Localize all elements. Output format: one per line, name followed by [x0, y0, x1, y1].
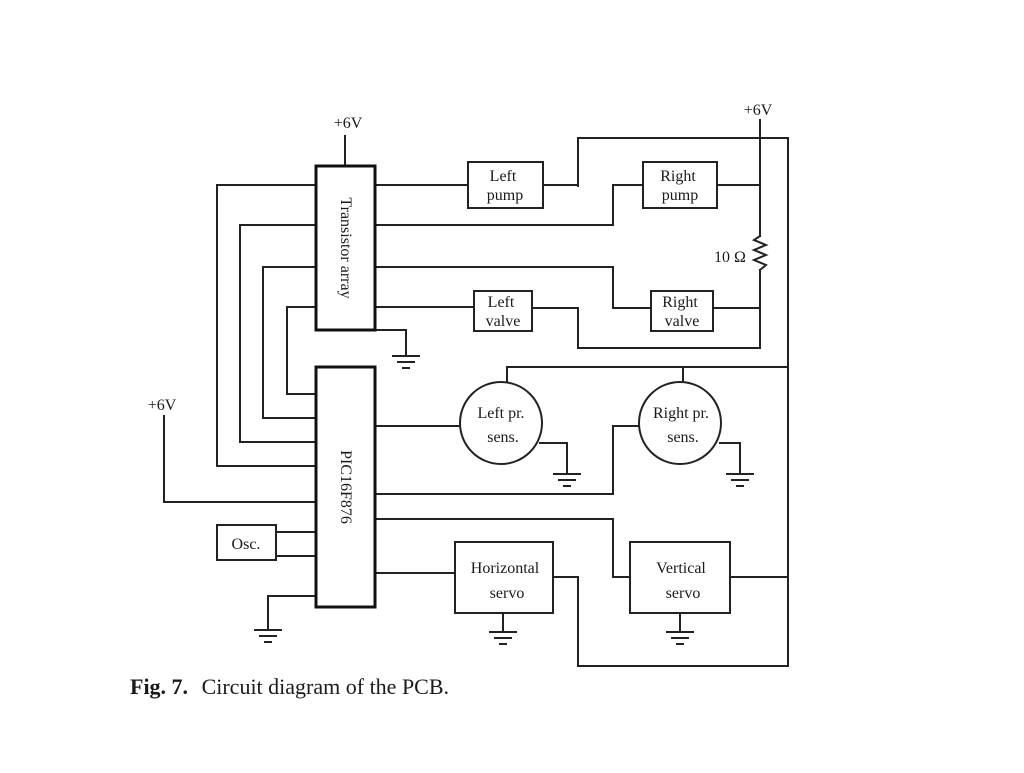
horizontal-servo-label: Horizontal servo	[471, 560, 543, 602]
right-valve-label: Right valve	[662, 294, 702, 330]
horizontal-servo-box	[454, 541, 554, 614]
right-valve-box	[650, 290, 714, 332]
ground-symbol	[726, 473, 754, 487]
figure-caption-text: Circuit diagram of the PCB.	[202, 674, 449, 699]
ground-symbol	[392, 355, 420, 369]
left-pressure-sensor-label: Left pr. sens.	[477, 405, 528, 446]
left-pressure-sensor	[459, 381, 543, 465]
wiring	[163, 119, 789, 667]
left-pump-box	[467, 161, 544, 209]
transistor-array-chip	[314, 164, 377, 332]
ground-symbol	[489, 631, 517, 645]
supply-label-right: +6V	[744, 102, 773, 119]
transistor-array-label: Transistor array	[337, 197, 354, 298]
ground-symbol	[553, 473, 581, 487]
right-pump-box	[642, 161, 718, 209]
vertical-servo-box	[629, 541, 731, 614]
figure-caption: Fig. 7. Circuit diagram of the PCB.	[130, 674, 449, 699]
supply-label-transistor: +6V	[334, 115, 363, 132]
right-pressure-sensor	[638, 381, 722, 465]
resistor-label: 10 Ω	[714, 249, 746, 266]
microcontroller-chip	[314, 365, 377, 609]
oscillator-label: Osc.	[232, 536, 261, 553]
supply-label-left: +6V	[148, 397, 177, 414]
left-pump-label: Left pump	[487, 168, 523, 204]
right-pump-label: Right pump	[660, 168, 700, 204]
ground-symbol	[666, 631, 694, 645]
oscillator-box	[216, 524, 277, 561]
left-valve-label: Left valve	[486, 294, 521, 330]
vertical-servo-label: Vertical servo	[656, 560, 710, 602]
ground-symbol	[254, 629, 282, 643]
left-valve-box	[473, 290, 533, 332]
right-pressure-sensor-label: Right pr. sens.	[653, 405, 713, 446]
figure-number: Fig. 7.	[130, 674, 188, 699]
microcontroller-label: PIC16F876	[337, 450, 354, 524]
resistor-symbol	[751, 234, 769, 272]
